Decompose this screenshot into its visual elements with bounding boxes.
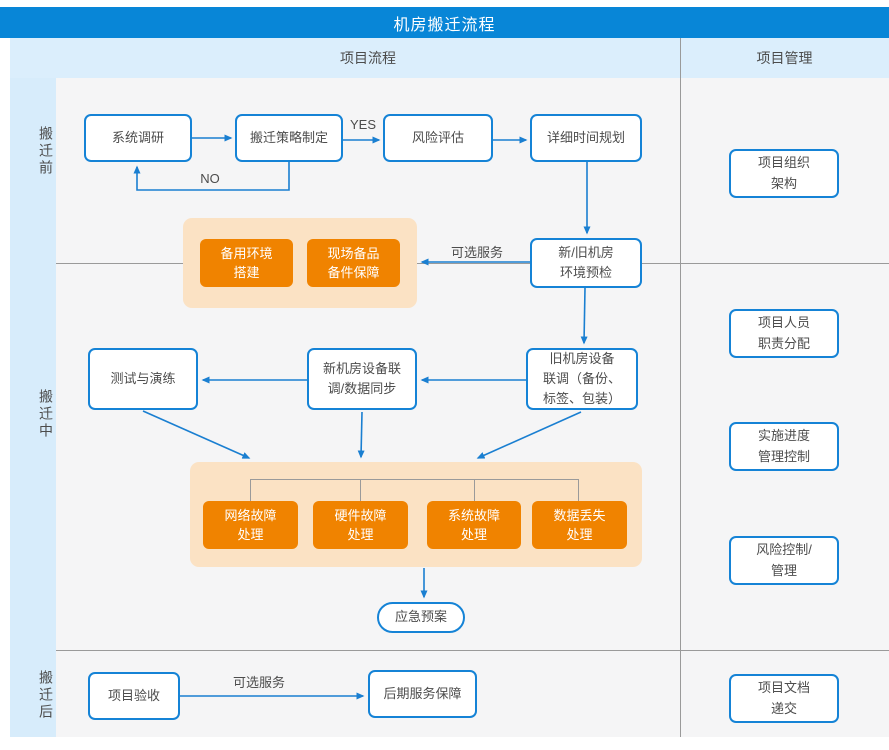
column-header-management: 项目管理 xyxy=(756,50,813,66)
node-old-room-debug: 旧机房设备 联调（备份、 标签、包装） xyxy=(526,348,638,410)
node-progress-control: 实施进度 管理控制 xyxy=(729,422,839,471)
node-risk-assessment: 风险评估 xyxy=(383,114,493,162)
column-header-row xyxy=(10,38,889,78)
node-post-service: 后期服务保障 xyxy=(368,670,477,718)
node-project-acceptance: 项目验收 xyxy=(88,672,180,720)
diagram-title-bar: 机房搬迁流程 xyxy=(0,7,889,38)
node-system-fault: 系统故障 处理 xyxy=(427,501,521,549)
node-test-drill: 测试与演练 xyxy=(88,348,198,410)
edge-label-yes: YES xyxy=(349,117,376,132)
node-spare-parts: 现场备品 备件保障 xyxy=(307,239,400,287)
node-data-loss: 数据丢失 处理 xyxy=(532,501,627,549)
edge-label-optional-service-2: 可选服务 xyxy=(232,675,285,690)
phase-label-before: 搬迁前 xyxy=(38,125,54,177)
node-new-room-debug: 新机房设备联 调/数据同步 xyxy=(307,348,417,410)
node-risk-control: 风险控制/ 管理 xyxy=(729,536,839,585)
phase-label-strip xyxy=(10,78,56,737)
node-responsibility: 项目人员 职责分配 xyxy=(729,309,839,358)
node-doc-submission: 项目文档 递交 xyxy=(729,674,839,723)
edge-label-no: NO xyxy=(200,171,220,186)
phase-label-after: 搬迁后 xyxy=(38,669,54,721)
column-header-process: 项目流程 xyxy=(340,50,396,66)
node-emergency-plan: 应急预案 xyxy=(377,602,465,633)
node-system-research: 系统调研 xyxy=(84,114,192,162)
node-network-fault: 网络故障 处理 xyxy=(203,501,298,549)
node-org-structure: 项目组织 架构 xyxy=(729,149,839,198)
phase-label-during: 搬迁中 xyxy=(38,388,54,440)
node-hardware-fault: 硬件故障 处理 xyxy=(313,501,408,549)
node-env-precheck: 新/旧机房 环境预检 xyxy=(530,238,642,288)
node-time-planning: 详细时间规划 xyxy=(530,114,642,162)
edge-label-optional-service-1: 可选服务 xyxy=(450,245,503,260)
node-migration-strategy: 搬迁策略制定 xyxy=(235,114,343,162)
diagram-title: 机房搬迁流程 xyxy=(393,16,496,34)
node-backup-environment: 备用环境 搭建 xyxy=(200,239,293,287)
